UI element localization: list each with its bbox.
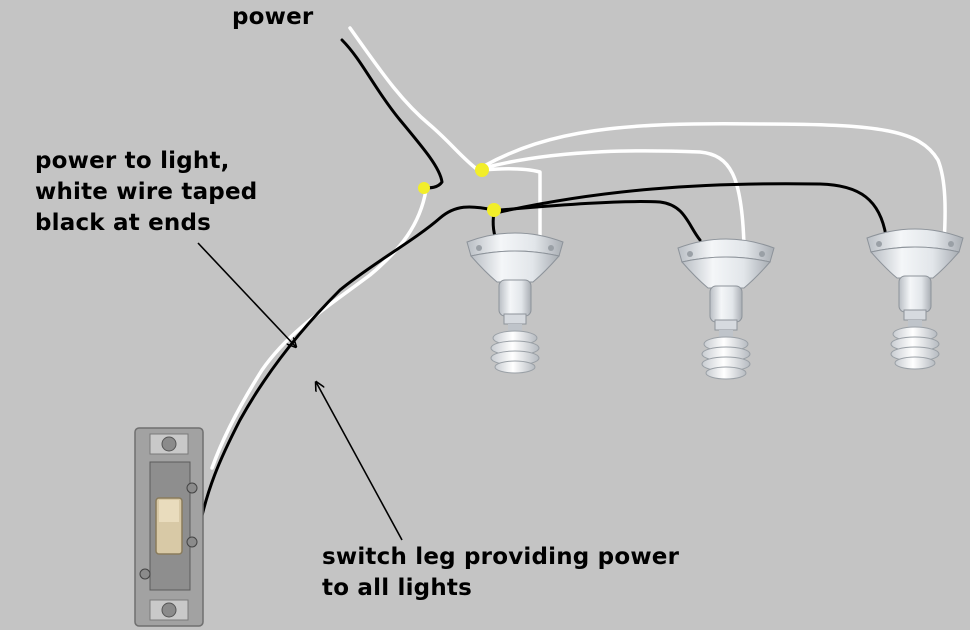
neutral-to-lamp-3 <box>482 121 947 246</box>
neutral-to-lamp-2 <box>482 149 746 248</box>
switch-leg-label: switch leg providing power to all lights <box>322 542 679 604</box>
switch-leg-wire <box>194 205 496 547</box>
neutral-to-lamp-1 <box>480 166 542 248</box>
cfl-lamp-holder-icon <box>866 228 964 370</box>
power-to-light-line: power to light, <box>35 148 230 174</box>
neutral-wires <box>210 26 947 470</box>
switch-leg-line: switch leg providing power <box>322 544 680 570</box>
switch-leg-line: to all lights <box>322 575 472 601</box>
power-to-light-label: power to light, white wire taped black a… <box>35 146 257 239</box>
power-to-light-line: black at ends <box>35 210 212 236</box>
incoming-neutral-wire <box>348 26 480 172</box>
pointer-arrow-icon <box>197 242 296 347</box>
wire-nuts <box>418 163 501 217</box>
hot-to-lamp-2 <box>498 200 702 242</box>
power-label: power <box>232 4 314 30</box>
cfl-lamp-holder-icon <box>466 232 564 374</box>
pointer-arrow-icon <box>316 382 403 541</box>
wire-nut-icon <box>418 182 430 194</box>
power-to-light-line: white wire taped <box>35 179 258 205</box>
hot-wires <box>194 38 888 547</box>
wire-nut-icon <box>487 203 501 217</box>
cfl-lamp-holder-icon <box>677 238 775 380</box>
wire-nut-icon <box>475 163 489 177</box>
incoming-hot-wire <box>340 38 444 190</box>
hot-to-lamp-3 <box>498 182 888 238</box>
single-pole-switch-icon <box>134 427 204 627</box>
